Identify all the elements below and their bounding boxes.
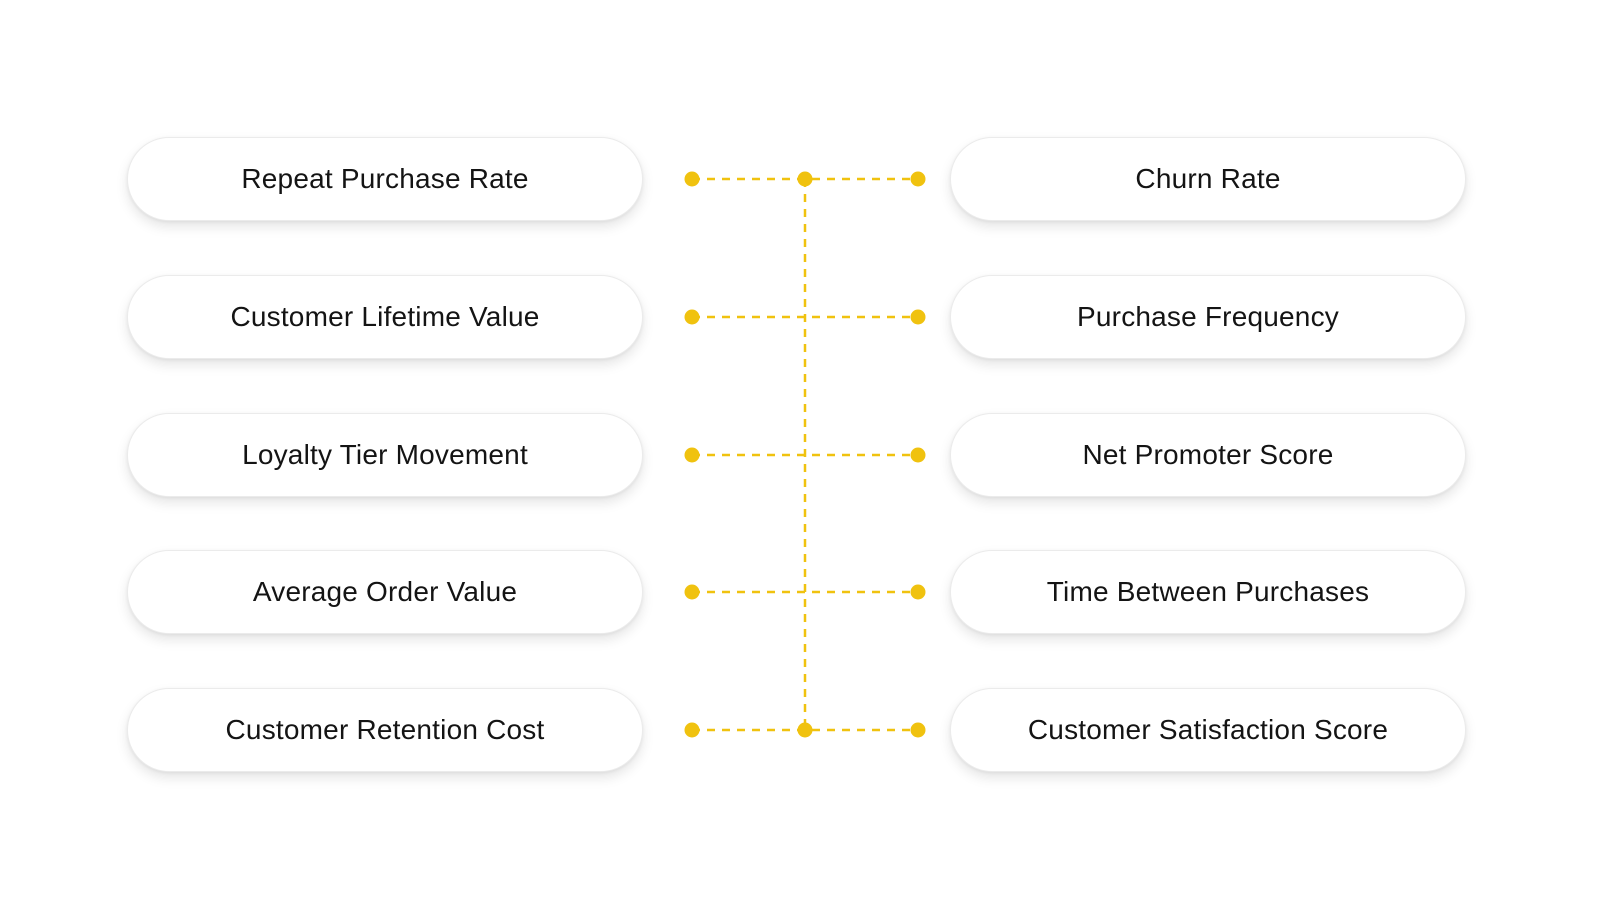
right-node-label: Churn Rate xyxy=(1135,163,1281,194)
left-connector-dot-4 xyxy=(684,584,700,600)
left-connector-dot-5 xyxy=(684,722,700,738)
left-connector-dot-2 xyxy=(684,309,700,325)
left-node-1: Repeat Purchase Rate xyxy=(127,137,643,221)
right-node-label: Net Promoter Score xyxy=(1082,439,1334,470)
right-connector-dot-4 xyxy=(910,584,926,600)
right-node-label: Customer Satisfaction Score xyxy=(1027,714,1389,745)
right-connector-dot-3 xyxy=(910,447,926,463)
right-connector-dot-2 xyxy=(910,309,926,325)
right-node-2: Purchase Frequency xyxy=(950,275,1466,359)
left-connector-dot-1 xyxy=(684,171,700,187)
left-node-4: Average Order Value xyxy=(127,550,643,634)
right-node-label: Time Between Purchases xyxy=(1046,576,1370,607)
left-node-label: Customer Lifetime Value xyxy=(230,301,540,332)
left-node-5: Customer Retention Cost xyxy=(127,688,643,772)
left-connector-dot-3 xyxy=(684,447,700,463)
left-node-label: Customer Retention Cost xyxy=(225,714,545,745)
left-node-2: Customer Lifetime Value xyxy=(127,275,643,359)
right-node-3: Net Promoter Score xyxy=(950,413,1466,497)
spine-top-dot xyxy=(797,171,813,187)
left-node-label: Average Order Value xyxy=(252,576,518,607)
right-node-5: Customer Satisfaction Score xyxy=(950,688,1466,772)
right-node-1: Churn Rate xyxy=(950,137,1466,221)
left-node-label: Repeat Purchase Rate xyxy=(241,163,529,194)
right-connector-dot-5 xyxy=(910,722,926,738)
left-node-label: Loyalty Tier Movement xyxy=(242,439,528,470)
right-node-label: Purchase Frequency xyxy=(1077,301,1339,332)
right-node-4: Time Between Purchases xyxy=(950,550,1466,634)
right-connector-dot-1 xyxy=(910,171,926,187)
spine-bottom-dot xyxy=(797,722,813,738)
left-node-3: Loyalty Tier Movement xyxy=(127,413,643,497)
